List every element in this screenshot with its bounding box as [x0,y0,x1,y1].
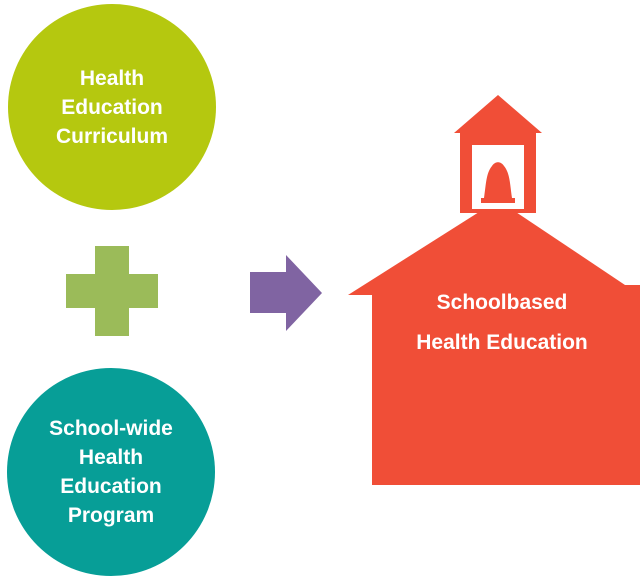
plus-horizontal-bar [66,274,158,308]
bell-icon [481,162,515,203]
school-wide-program-label: School-wide Health Education Program [49,417,173,527]
cupola-roof [454,95,542,133]
right-arrow-icon [250,255,322,331]
health-curriculum-circle: Health Education Curriculum [8,4,216,210]
schoolbased-health-education-label: Schoolbased Health Education [416,291,588,354]
plus-icon [66,246,158,336]
health-curriculum-label: Health Education Curriculum [55,66,168,148]
main-body [372,285,640,485]
main-roof [348,200,640,295]
school-wide-program-circle: School-wide Health Education Program [7,368,215,576]
schoolhouse: Schoolbased Health Education [344,95,640,485]
